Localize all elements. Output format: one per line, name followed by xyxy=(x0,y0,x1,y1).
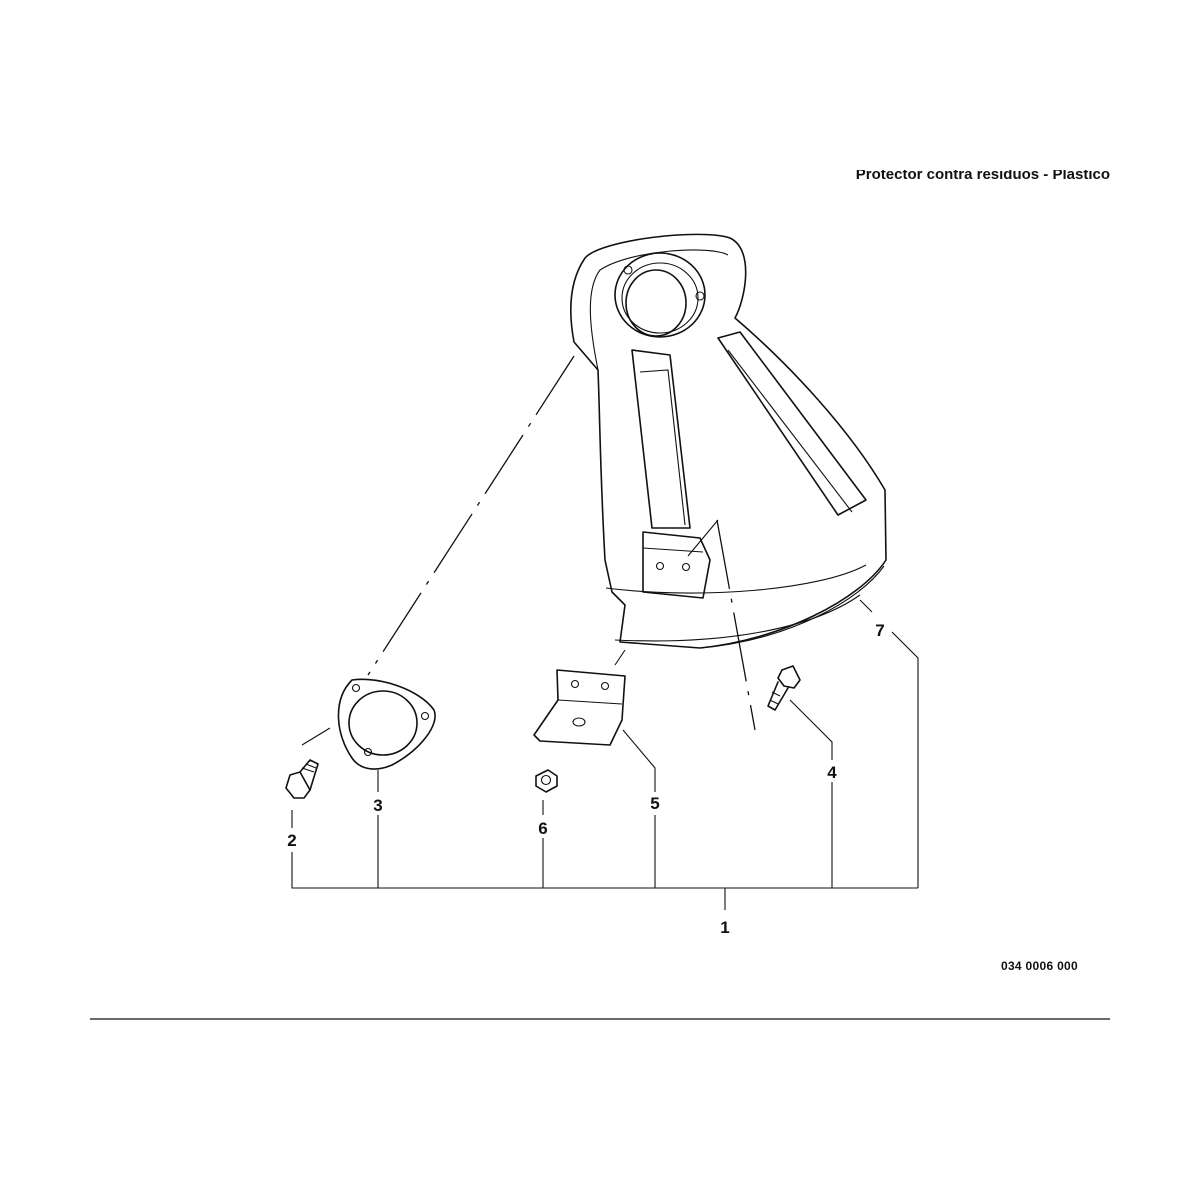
screw-part-2 xyxy=(285,759,319,799)
bracket-part xyxy=(533,669,626,746)
diagram-title: Protector contra residuos - Plastico xyxy=(855,170,1110,183)
callout-6: 6 xyxy=(538,819,547,838)
callout-7: 7 xyxy=(875,621,884,640)
screw-part-4 xyxy=(767,665,801,711)
callout-1: 1 xyxy=(720,918,729,937)
drawing-number: 034 0006 000 xyxy=(1000,959,1078,973)
debris-guard-part xyxy=(570,233,887,649)
callout-5: 5 xyxy=(650,794,659,813)
callout-3: 3 xyxy=(373,796,382,815)
triangular-plate-part xyxy=(337,678,436,770)
callout-4: 4 xyxy=(827,763,837,782)
callout-2: 2 xyxy=(287,831,296,850)
nut-part xyxy=(535,769,558,793)
leader-2 xyxy=(301,727,331,746)
